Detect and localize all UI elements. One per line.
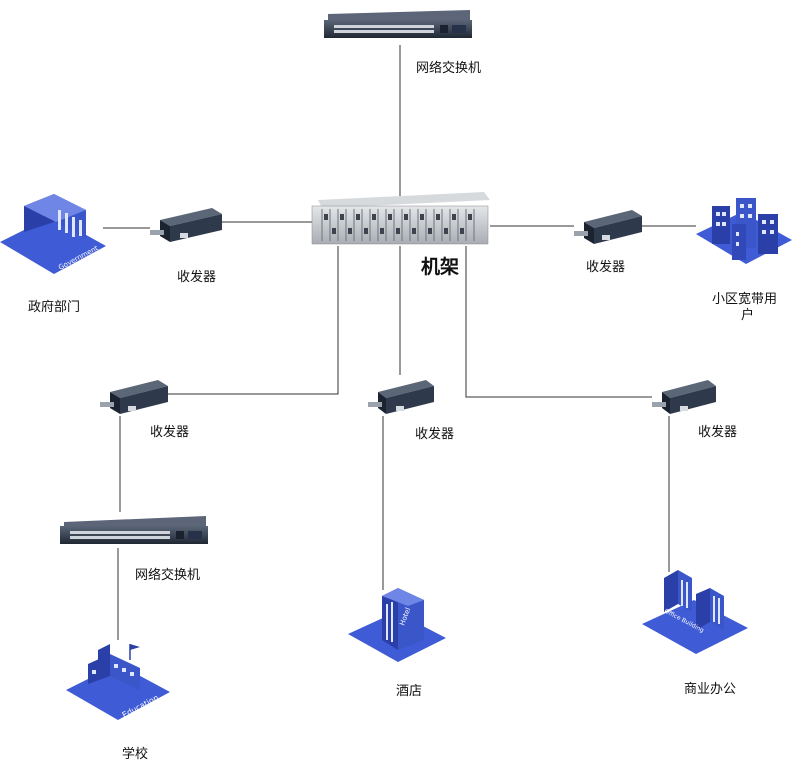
office-label: 商业办公 <box>684 682 737 697</box>
transceiver-school-icon <box>100 380 168 414</box>
hotel-building-icon: Hotel <box>348 588 446 662</box>
office-building-icon: Office Building <box>642 570 748 654</box>
transceiver-office-icon <box>652 380 716 414</box>
rack-chassis-icon <box>311 192 490 245</box>
transceiver-office-label: 收发器 <box>698 425 738 440</box>
transceiver-right-label: 收发器 <box>586 260 626 275</box>
network-switch-school-icon <box>60 516 208 544</box>
school-label: 学校 <box>122 747 149 762</box>
residential-label-line2: 户 <box>741 308 755 323</box>
school-switch-label: 网络交换机 <box>135 568 201 583</box>
link-rack-office-transceiver <box>465 246 652 398</box>
hotel-label: 酒店 <box>396 684 423 699</box>
transceiver-hotel-label: 收发器 <box>415 427 455 442</box>
transceiver-left-label: 收发器 <box>177 270 217 285</box>
connection-lines <box>103 45 696 640</box>
government-label: 政府部门 <box>28 300 81 315</box>
residential-label-line1: 小区宽带用 <box>712 292 778 307</box>
link-rack-school-transceiver <box>168 246 339 395</box>
network-switch-top-icon <box>324 10 472 38</box>
school-building-icon: Education <box>66 644 170 720</box>
top-switch-label: 网络交换机 <box>416 61 482 76</box>
transceiver-school-label: 收发器 <box>150 425 190 440</box>
government-building-icon: Government <box>0 194 106 274</box>
transceiver-left-icon <box>150 208 222 242</box>
transceiver-hotel-icon <box>368 380 434 414</box>
rack-label: 机架 <box>421 256 460 278</box>
residential-buildings-icon <box>696 198 792 264</box>
transceiver-right-icon <box>574 210 642 244</box>
